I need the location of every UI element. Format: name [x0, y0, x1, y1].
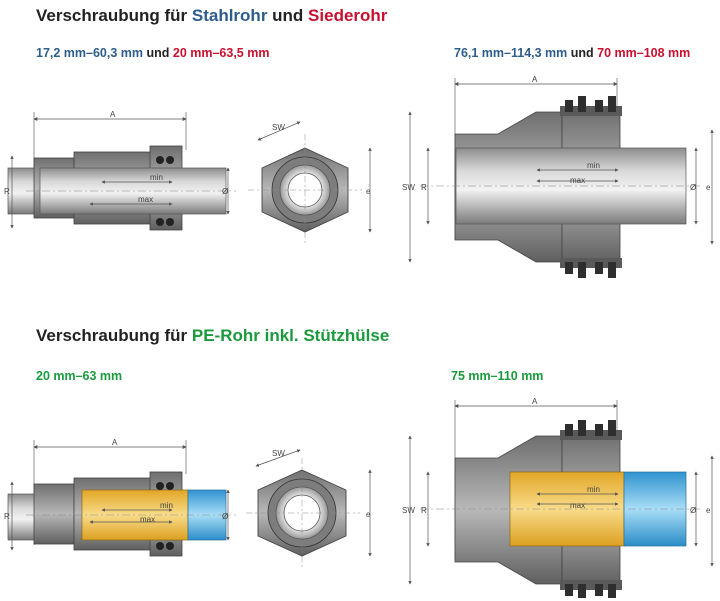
drawing-pe-small-hex: SW e — [246, 449, 372, 568]
drawing-pe-large-side: A SW R min max Ø e — [402, 397, 714, 598]
dim-a-label: A — [532, 397, 538, 406]
section1-heading: Verschraubung für Stahlrohr und Siederoh… — [36, 6, 387, 26]
dim-min-label: min — [587, 485, 600, 494]
dim-a-label: A — [110, 110, 116, 119]
dim-e-label: e — [706, 506, 711, 515]
drawing-steel-large-side: A SW R min max Ø e — [402, 75, 714, 278]
dim-max-label: max — [570, 501, 585, 510]
section2-left-range: 20 mm–63 mm — [36, 369, 123, 383]
dim-sw-label: SW — [272, 123, 285, 132]
drawing-steel-small-hex: SW e — [248, 121, 372, 246]
section1-left-range: 17,2 mm–60,3 mm und 20 mm–63,5 mm — [36, 46, 269, 60]
drawing-pe-small-side: A R min max Ø — [4, 438, 236, 557]
dim-max-label: max — [138, 195, 153, 204]
section1-right-range-a: 76,1 mm–114,3 mm — [454, 46, 568, 60]
dim-min-label: min — [160, 501, 173, 510]
dim-max-label: max — [140, 515, 155, 524]
dim-a-label: A — [112, 438, 118, 447]
dim-max-label: max — [570, 176, 585, 185]
dim-sw-label: SW — [272, 449, 285, 458]
dim-min-label: min — [587, 161, 600, 170]
section1-left-range-a: 17,2 mm–60,3 mm — [36, 46, 144, 60]
section2-heading-pe: PE-Rohr inkl. Stützhülse — [191, 326, 390, 345]
section2-right-range: 75 mm–110 mm — [451, 369, 544, 383]
section1-left-range-b: 20 mm–63,5 mm — [172, 46, 270, 60]
drawing-steel-small-side: A R min max Ø — [4, 110, 236, 231]
dim-dia-label: Ø — [222, 512, 228, 521]
dim-dia-label: Ø — [690, 183, 696, 192]
dim-dia-label: Ø — [222, 187, 228, 196]
section1-left-range-and: und — [143, 46, 173, 60]
section2-heading: Verschraubung für PE-Rohr inkl. Stützhül… — [36, 326, 389, 346]
section2-heading-prefix: Verschraubung für — [36, 326, 192, 345]
dim-r-label: R — [421, 183, 427, 192]
section1-right-range: 76,1 mm–114,3 mm und 70 mm–108 mm — [454, 46, 690, 60]
dim-e-label: e — [366, 510, 371, 519]
dim-dia-label: Ø — [690, 506, 696, 515]
section1-heading-siederohr: Siederohr — [308, 6, 388, 25]
section1-heading-steel: Stahlrohr — [191, 6, 268, 25]
dim-r-label: R — [4, 512, 10, 521]
section1-right-range-b: 70 mm–108 mm — [597, 46, 691, 60]
dim-sw-label: SW — [402, 506, 415, 515]
dim-a-label: A — [532, 75, 538, 84]
section1-heading-prefix: Verschraubung für — [36, 6, 192, 25]
dim-min-label: min — [150, 173, 163, 182]
section1-right-range-and: und — [567, 46, 598, 60]
dim-e-label: e — [366, 187, 371, 196]
dim-r-label: R — [421, 506, 427, 515]
dim-r-label: R — [4, 187, 10, 196]
section1-heading-and: und — [267, 6, 309, 25]
dim-e-label: e — [706, 183, 711, 192]
dim-sw-label: SW — [402, 183, 415, 192]
